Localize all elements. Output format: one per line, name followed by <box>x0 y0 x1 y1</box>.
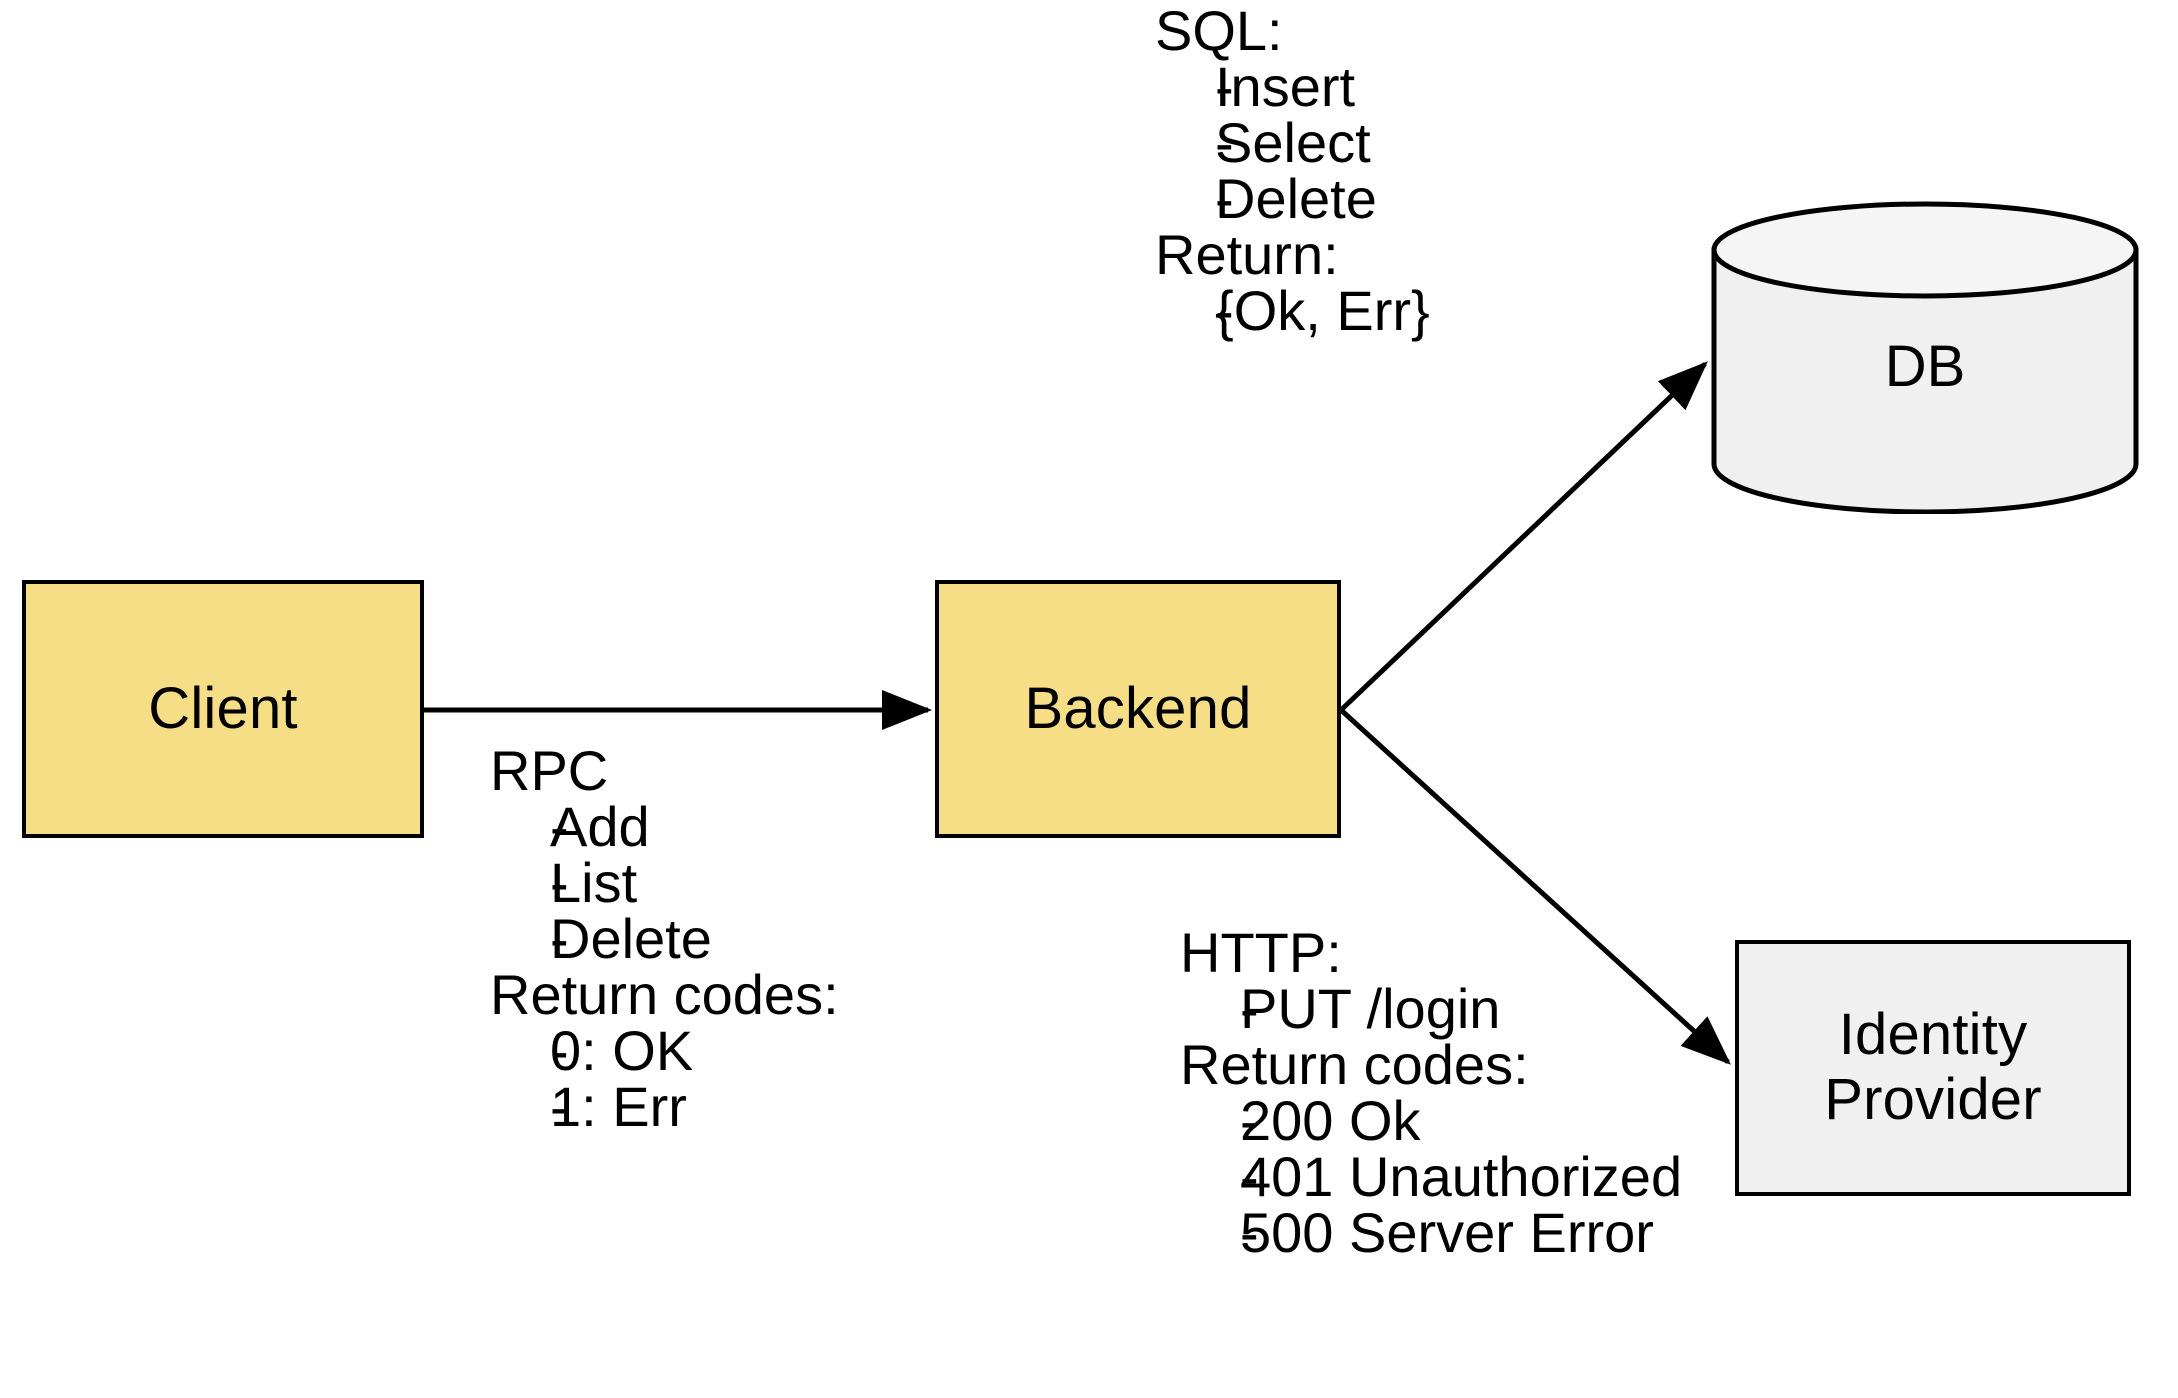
bullet-text: {Ok, Err} <box>1215 279 1430 342</box>
node-identity-provider[interactable]: Identity Provider <box>1735 940 2131 1196</box>
bullet-text: Delete <box>550 907 712 970</box>
annotation-sql-item: - Delete <box>1155 171 1430 227</box>
annotation-rpc-return: - 1: Err <box>490 1079 839 1135</box>
bullet-dash: - <box>550 1075 569 1138</box>
annotation-rpc-return: - 0: OK <box>490 1023 839 1079</box>
annotation-rpc-heading: RPC <box>490 739 609 802</box>
node-backend[interactable]: Backend <box>935 580 1341 838</box>
node-db[interactable]: DB <box>1710 200 2140 514</box>
node-backend-label: Backend <box>1024 675 1252 741</box>
bullet-text: 200 Ok <box>1240 1089 1421 1152</box>
annotation-sql: SQL: - Insert - Select - Delete Return: … <box>1155 3 1430 339</box>
bullet-dash: - <box>1215 111 1234 174</box>
annotation-http: HTTP: - PUT /login Return codes: - 200 O… <box>1180 925 1682 1261</box>
annotation-sql-return: - {Ok, Err} <box>1155 283 1430 339</box>
bullet-dash: - <box>1215 279 1234 342</box>
bullet-dash: - <box>550 795 569 858</box>
annotation-sql-subheading: Return: <box>1155 223 1339 286</box>
annotation-http-return: - 401 Unauthorized <box>1180 1149 1682 1205</box>
annotation-http-heading: HTTP: <box>1180 921 1342 984</box>
bullet-text: 500 Server Error <box>1240 1201 1654 1264</box>
node-db-label: DB <box>1884 333 1966 399</box>
annotation-sql-heading: SQL: <box>1155 0 1283 62</box>
annotation-rpc-subheading: Return codes: <box>490 963 839 1026</box>
node-client-label: Client <box>148 675 298 741</box>
annotation-rpc-item: - Delete <box>490 911 839 967</box>
annotation-http-return: - 200 Ok <box>1180 1093 1682 1149</box>
bullet-text: PUT /login <box>1240 977 1501 1040</box>
bullet-dash: - <box>1240 1089 1259 1152</box>
bullet-dash: - <box>1240 1145 1259 1208</box>
annotation-sql-item: - Insert <box>1155 59 1430 115</box>
node-identity-provider-label: Identity Provider <box>1824 1002 2042 1132</box>
bullet-dash: - <box>1215 55 1234 118</box>
node-client[interactable]: Client <box>22 580 424 838</box>
edge-backend-to-db <box>1339 361 1708 712</box>
bullet-text: Add <box>550 795 650 858</box>
bullet-dash: - <box>550 1019 569 1082</box>
bullet-text: Select <box>1215 111 1371 174</box>
bullet-dash: - <box>1240 1201 1259 1264</box>
annotation-http-subheading: Return codes: <box>1180 1033 1529 1096</box>
bullet-text: Insert <box>1215 55 1356 118</box>
bullet-text: 401 Unauthorized <box>1240 1145 1683 1208</box>
bullet-text: 0: OK <box>550 1019 694 1082</box>
annotation-http-item: - PUT /login <box>1180 981 1682 1037</box>
database-cylinder-icon <box>1711 201 2139 514</box>
bullet-text: List <box>550 851 638 914</box>
bullet-dash: - <box>550 907 569 970</box>
bullet-text: Delete <box>1215 167 1377 230</box>
annotation-rpc-item: - Add <box>490 799 839 855</box>
annotation-rpc-item: - List <box>490 855 839 911</box>
annotation-rpc: RPC - Add - List - Delete Return codes: … <box>490 743 839 1135</box>
bullet-dash: - <box>1240 977 1259 1040</box>
annotation-http-return: - 500 Server Error <box>1180 1205 1682 1261</box>
bullet-text: 1: Err <box>550 1075 687 1138</box>
bullet-dash: - <box>1215 167 1234 230</box>
annotation-sql-item: - Select <box>1155 115 1430 171</box>
bullet-dash: - <box>550 851 569 914</box>
